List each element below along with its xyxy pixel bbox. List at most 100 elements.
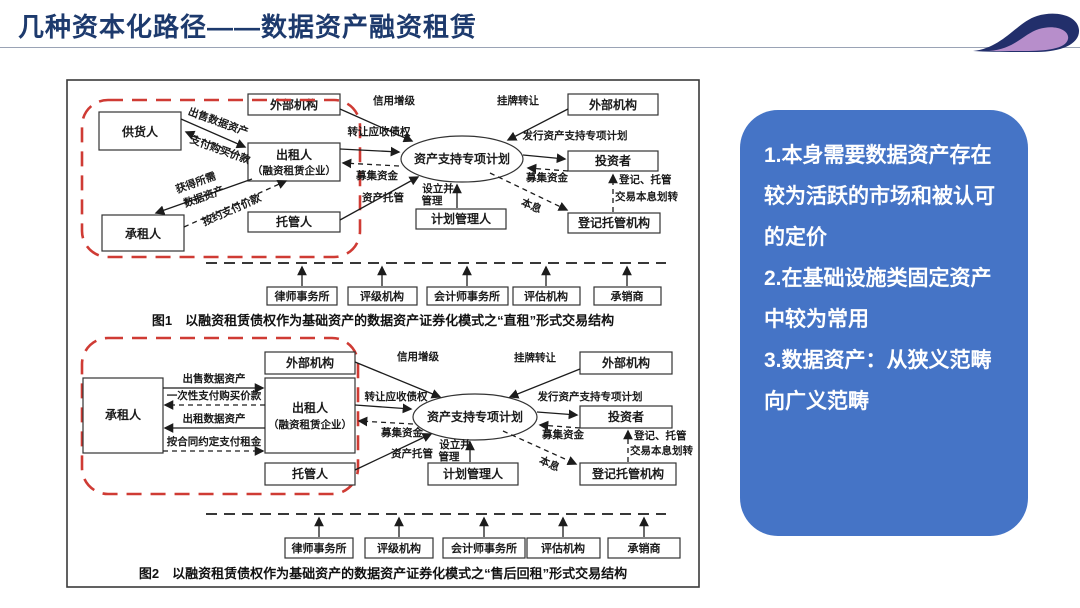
node-rating-agency: 评级机构 [364,537,434,559]
edge-label-pay: 支付购买价款 [187,132,252,166]
node-external-org-1: 外部机构 [264,351,356,375]
node-label: 投资者 [608,409,644,424]
arrow-obtain-data-asset [154,178,253,215]
figure-1-caption: 图1 以融资租赁债权作为基础资产的数据资产证券化模式之“直租”形式交易结构 [152,313,614,328]
node-label: 律师事务所 [291,541,347,555]
edge-label-registration-2: 交易本息划转 [630,444,693,457]
node-label: 承租人 [105,407,142,422]
node-law-firm: 律师事务所 [284,537,354,559]
node-spv-ellipse: 资产支持专项计划 [400,135,524,183]
page-title: 几种资本化路径——数据资产融资租赁 [18,12,478,42]
notes-panel: 1.本身需要数据资产存在较为活跃的市场和被认可的定价 2.在基础设施类固定资产中… [740,110,1028,536]
arrow-issue-plan [522,153,567,164]
arrow-transfer-receivables [354,403,413,414]
edge-label-sell: 出售数据资产 [186,105,250,139]
node-appraisal-agency: 评估机构 [512,286,581,306]
node-label: 托管人 [276,214,313,229]
node-label: 律师事务所 [274,289,330,303]
node-plan-manager: 计划管理人 [427,462,519,486]
edge-label-raise-funds-left: 募集资金 [355,169,398,182]
wave-logo-icon [973,13,1080,52]
diagram-frame [66,79,700,588]
node-label: 外部机构 [589,97,637,112]
edge-label-listing: 挂牌转让 [514,351,556,364]
edge-label-transfer-receivables: 转让应收债权 [348,125,411,138]
edge-label-listing: 挂牌转让 [497,94,539,107]
node-investor: 投资者 [579,405,673,429]
arrow-credit-enhancement [339,108,414,143]
node-custodian: 托管人 [247,211,341,233]
note-item-3: 3.数据资产：从狭义范畴向广义范畴 [764,348,992,413]
node-label: 评估机构 [524,289,568,303]
arrow-sell-data-asset [180,118,247,149]
node-lessor: 出租人 （融资租赁企业） [247,142,341,182]
arrow-asset-custody [339,176,420,221]
node-label: 资产支持专项计划 [427,409,523,424]
node-registry: 登记托管机构 [567,212,661,234]
node-label: 承销商 [628,541,661,555]
arrow-pay-per-agreement [183,179,288,228]
note-item-1: 1.本身需要数据资产存在较为活跃的市场和被认可的定价 [764,144,995,249]
node-rating-agency: 评级机构 [347,286,418,306]
node-sublabel: （融资租赁企业） [252,164,336,177]
node-external-org-2: 外部机构 [579,351,673,375]
node-label: 计划管理人 [431,211,492,226]
node-accounting-firm: 会计师事务所 [426,286,509,306]
edge-label-credit: 信用增级 [373,94,415,107]
node-label: 承租人 [125,226,162,241]
node-accounting-firm: 会计师事务所 [442,537,526,559]
edge-label-lease-data-asset: 出租数据资产 [183,412,246,425]
edge-label-setup-2: 管理 [422,194,443,207]
node-lessee: 承租人 [101,214,185,252]
node-label: 评级机构 [360,289,404,303]
node-underwriter: 承销商 [607,537,681,559]
node-law-firm: 律师事务所 [266,286,338,306]
node-label: 会计师事务所 [434,289,500,303]
edge-label-principal-interest: 本息 [537,454,562,475]
node-lessor: 出租人 （融资租赁企业） [264,377,356,454]
figure-2: 外部机构 承租人 出租人 （融资租赁企业） 托管人 资产支持专项计划 外部 [80,336,693,581]
node-label: 资产支持专项计划 [414,151,510,166]
edge-label-credit: 信用增级 [397,350,439,363]
node-label: 评级机构 [377,541,421,555]
node-label: 出租人 [276,147,313,162]
arrow-raise-funds-right [526,163,569,174]
edge-label-setup-1: 设立并 [422,182,454,195]
arrow-raise-funds-left [341,158,400,169]
edge-label-registration-1: 登记、托管 [618,173,672,186]
node-external-org-1: 外部机构 [247,93,341,116]
arrow-transfer-receivables [339,146,401,157]
arrow-listing-transfer [508,368,581,399]
edge-label-issue-plan: 发行资产支持专项计划 [537,390,643,403]
node-custodian: 托管人 [264,462,356,486]
node-label: 登记托管机构 [577,215,650,230]
node-investor: 投资者 [567,150,659,172]
edge-label-raise-funds-right: 募集资金 [541,428,584,441]
node-label: 登记托管机构 [591,466,664,481]
diagram-panel: 外部机构 供货人 出租人 （融资租赁企业） 外部机构 资产支持专项计划 [66,79,700,593]
note-item-2: 2.在基础设施类固定资产中较为常用 [764,266,992,331]
arrow-issue-plan [536,409,579,420]
edge-label-registration-1: 登记、托管 [633,429,687,442]
edge-label-issue-plan: 发行资产支持专项计划 [522,129,628,142]
node-label: 评估机构 [541,541,585,555]
node-lessee: 承租人 [82,377,164,454]
node-label: 外部机构 [286,355,334,370]
arrow-pay-purchase-price [184,130,249,160]
title-divider [0,47,1080,48]
edge-label-principal-interest: 本息 [519,196,544,216]
arrow-listing-transfer [506,108,569,141]
edge-label-asset-custody: 资产托管 [362,191,404,204]
arrow-raise-funds-left [357,416,414,427]
node-appraisal-agency: 评估机构 [526,537,601,559]
node-underwriter: 承销商 [593,286,662,306]
node-sublabel: （融资租赁企业） [268,418,352,431]
edge-label-pay-rent: 按合同约定支付租金 [167,435,262,448]
edge-label-transfer-receivables: 转让应收债权 [365,390,428,403]
node-label: 供货人 [121,124,159,139]
edge-label-raise-funds-left: 募集资金 [380,426,423,439]
node-plan-manager: 计划管理人 [415,208,507,230]
node-label: 会计师事务所 [451,541,517,555]
edge-label-sell: 出售数据资产 [183,372,246,385]
